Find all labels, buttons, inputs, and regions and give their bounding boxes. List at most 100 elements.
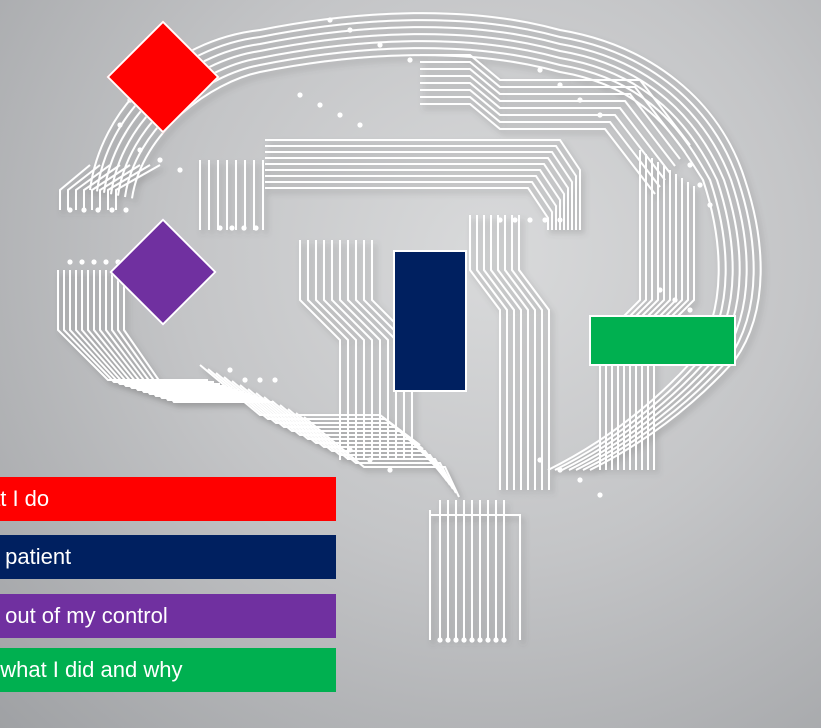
circuit-node — [501, 637, 507, 643]
circuit-node — [257, 377, 263, 383]
circuit-trace — [299, 240, 341, 460]
circuit-trace — [355, 240, 397, 460]
circuit-node — [347, 447, 353, 453]
circuit-node — [272, 377, 278, 383]
circuit-node — [485, 637, 491, 643]
circuit-node — [377, 42, 383, 48]
circuit-trace — [67, 164, 101, 210]
circuit-trace — [99, 164, 141, 210]
circuit-node — [241, 225, 247, 231]
circuit-trace — [111, 270, 262, 399]
circuit-node — [469, 637, 475, 643]
circuit-node — [542, 217, 548, 223]
circuit-node — [707, 202, 713, 208]
circuit-node — [657, 287, 663, 293]
legend-label: at I do — [0, 486, 50, 511]
circuit-node — [687, 162, 693, 168]
circuit-trace — [69, 270, 220, 385]
circuit-node — [537, 457, 543, 463]
circuit-trace — [420, 103, 656, 195]
circuit-node — [297, 92, 303, 98]
circuit-node — [123, 207, 129, 213]
circuit-traces — [57, 12, 762, 640]
circuit-node — [597, 492, 603, 498]
circuit-trace — [91, 164, 131, 210]
circuit-trace — [81, 270, 232, 389]
circuit-node — [217, 225, 223, 231]
circuit-trace — [271, 400, 448, 482]
circuit-trace — [131, 54, 720, 471]
circuit-trace — [59, 164, 91, 210]
circuit-node — [357, 122, 363, 128]
navy-rectangle-marker — [393, 250, 467, 392]
circuit-node — [157, 157, 163, 163]
legend-label: s out of my control — [0, 603, 168, 628]
circuit-node — [387, 467, 393, 473]
circuit-trace — [124, 47, 727, 471]
circuit-node — [117, 122, 123, 128]
circuit-node — [577, 97, 583, 103]
circuit-node — [453, 637, 459, 643]
circuit-trace — [263, 396, 445, 478]
circuit-node — [577, 477, 583, 483]
circuit-node — [557, 467, 563, 473]
circuit-node — [91, 259, 97, 265]
circuit-trace — [279, 404, 451, 486]
circuit-trace — [265, 175, 557, 230]
circuit-trace — [115, 164, 161, 210]
circuit-node — [242, 377, 248, 383]
circuit-trace — [83, 164, 121, 210]
circuit-trace — [265, 139, 581, 230]
circuit-trace — [430, 514, 521, 640]
circuit-trace — [420, 96, 661, 188]
circuit-node — [337, 112, 343, 118]
circuit-node — [103, 259, 109, 265]
circuit-trace — [75, 164, 111, 210]
circuit-trace — [107, 164, 151, 210]
circuit-node — [493, 637, 499, 643]
circuit-trace — [123, 270, 274, 403]
circuit-trace — [265, 181, 553, 230]
circuit-trace — [469, 215, 501, 490]
circuit-node — [557, 217, 563, 223]
circuit-trace — [307, 240, 349, 460]
legend-item-green: t what I did and why — [0, 648, 336, 692]
circuit-node — [229, 225, 235, 231]
circuit-trace — [99, 270, 250, 395]
circuit-trace — [75, 270, 226, 387]
circuit-trace — [93, 270, 244, 393]
circuit-trace — [265, 187, 549, 230]
circuit-node — [687, 307, 693, 313]
circuit-node — [95, 207, 101, 213]
circuit-node — [477, 637, 483, 643]
circuit-node — [67, 259, 73, 265]
circuit-trace — [420, 82, 671, 174]
circuit-trace — [504, 215, 536, 490]
circuit-node — [137, 147, 143, 153]
green-rectangle-marker — [589, 315, 736, 366]
circuit-node — [557, 82, 563, 88]
circuit-trace — [87, 270, 238, 391]
legend-label: t what I did and why — [0, 657, 183, 682]
circuit-trace — [518, 215, 550, 490]
circuit-nodes — [67, 17, 713, 643]
circuit-trace — [265, 163, 565, 230]
circuit-trace — [339, 240, 381, 460]
circuit-node — [512, 217, 518, 223]
circuit-node — [527, 217, 533, 223]
circuit-node — [177, 167, 183, 173]
circuit-trace — [117, 270, 268, 401]
circuit-node — [407, 57, 413, 63]
circuit-trace — [490, 215, 522, 490]
legend-item-purple: s out of my control — [0, 594, 336, 638]
circuit-node — [81, 207, 87, 213]
circuit-node — [317, 102, 323, 108]
circuit-node — [79, 259, 85, 265]
circuit-node — [497, 217, 503, 223]
circuit-trace — [483, 215, 515, 490]
circuit-node — [67, 207, 73, 213]
circuit-trace — [105, 270, 256, 397]
circuit-node — [367, 457, 373, 463]
circuit-node — [537, 67, 543, 73]
